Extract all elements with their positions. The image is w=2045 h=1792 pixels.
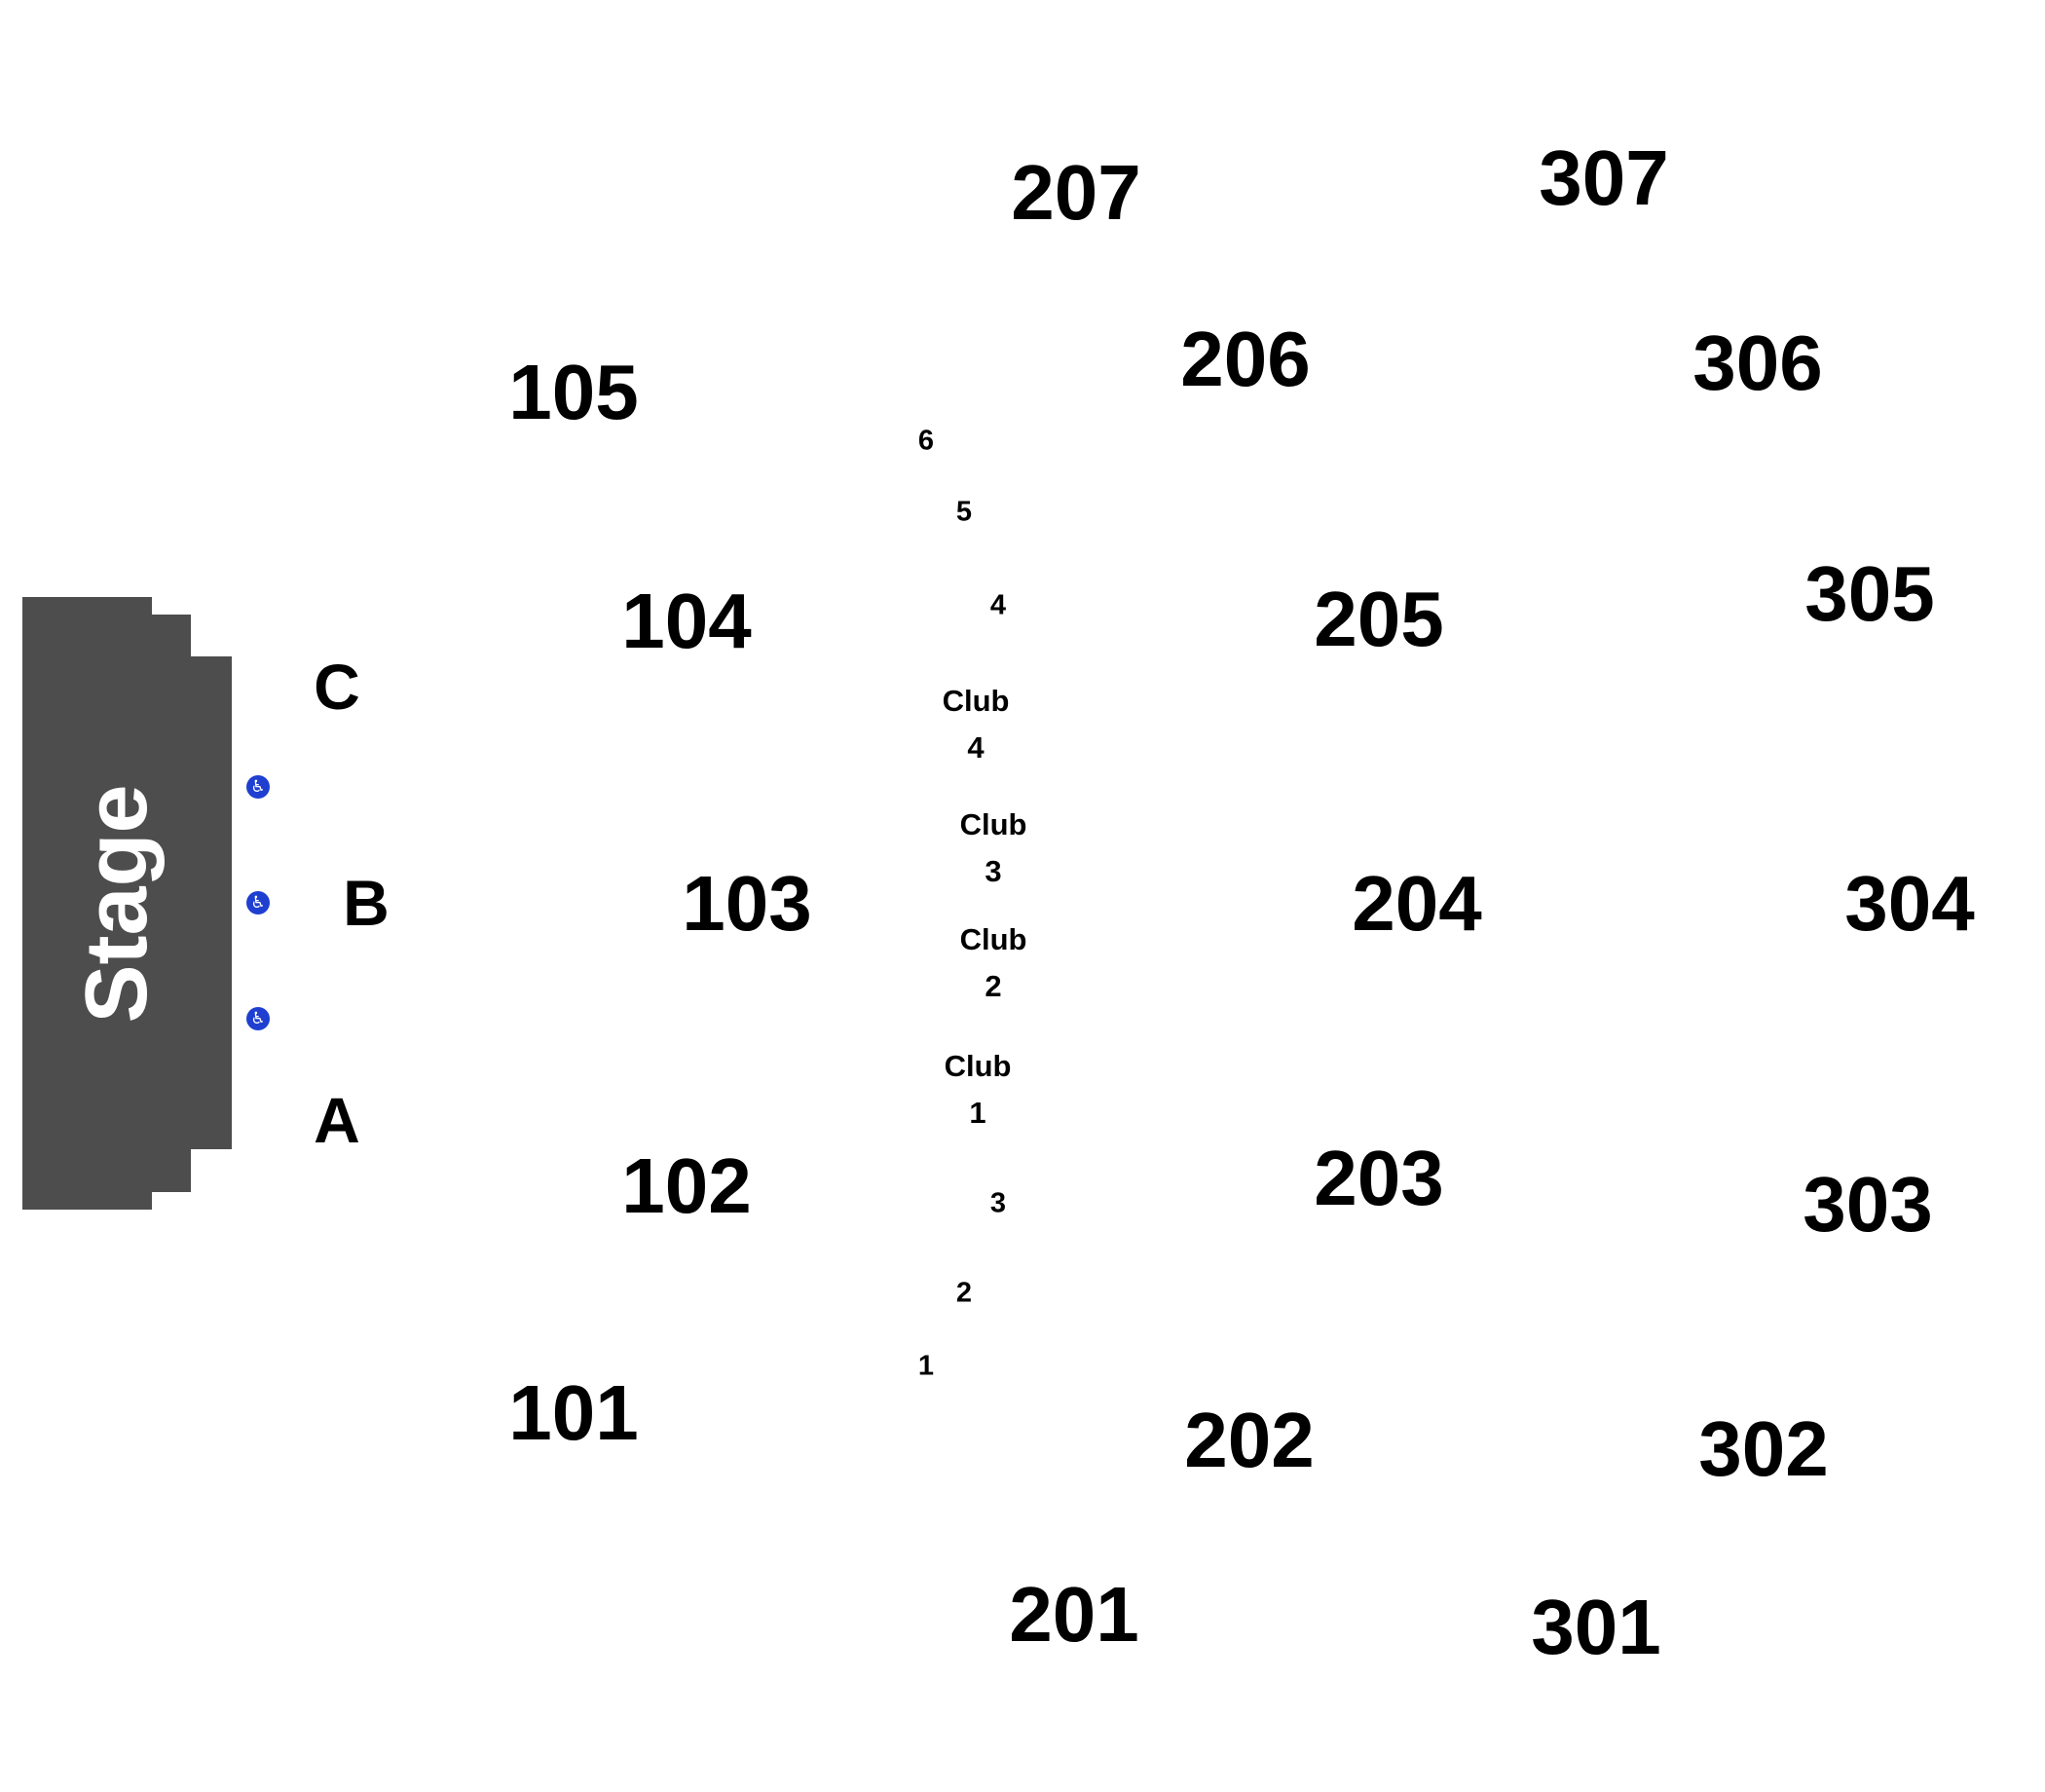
section-307[interactable]: 307 <box>1539 134 1669 221</box>
club-word: Club <box>959 807 1027 841</box>
club-box-4[interactable]: Club 4 <box>943 678 1010 771</box>
club-number: 1 <box>969 1096 986 1130</box>
club-word: Club <box>942 684 1010 718</box>
club-box-3[interactable]: Club 3 <box>960 802 1027 895</box>
section-102[interactable]: 102 <box>621 1142 752 1229</box>
section-104[interactable]: 104 <box>621 578 752 664</box>
section-302[interactable]: 302 <box>1698 1405 1829 1492</box>
section-103[interactable]: 103 <box>682 860 812 947</box>
stage-shape <box>22 597 232 1210</box>
club-number: 2 <box>985 969 1002 1003</box>
section-201[interactable]: 201 <box>1009 1571 1139 1658</box>
section-203[interactable]: 203 <box>1314 1135 1444 1221</box>
section-304[interactable]: 304 <box>1844 860 1975 947</box>
wheelchair-icon: ♿ <box>246 891 270 915</box>
section-306[interactable]: 306 <box>1692 319 1823 406</box>
section-c[interactable]: C <box>314 651 360 723</box>
section-207[interactable]: 207 <box>1011 149 1141 236</box>
section-301[interactable]: 301 <box>1531 1584 1661 1670</box>
club-word: Club <box>959 922 1027 956</box>
row-label: 1 <box>917 1350 935 1382</box>
row-label: 4 <box>989 589 1007 621</box>
section-202[interactable]: 202 <box>1184 1397 1315 1483</box>
section-a[interactable]: A <box>314 1084 360 1156</box>
section-206[interactable]: 206 <box>1180 316 1311 402</box>
row-label: 2 <box>955 1277 973 1309</box>
section-204[interactable]: 204 <box>1352 860 1482 947</box>
section-305[interactable]: 305 <box>1804 550 1935 637</box>
club-box-1[interactable]: Club 1 <box>945 1043 1012 1137</box>
wheelchair-icon: ♿ <box>246 1007 270 1030</box>
club-word: Club <box>944 1049 1012 1083</box>
section-303[interactable]: 303 <box>1803 1161 1933 1248</box>
row-label: 5 <box>955 496 973 528</box>
club-number: 3 <box>985 854 1002 888</box>
row-label: 3 <box>989 1187 1007 1219</box>
stage-label: Stage <box>68 784 166 1024</box>
club-number: 4 <box>967 730 985 765</box>
section-b[interactable]: B <box>343 867 390 939</box>
wheelchair-icon: ♿ <box>246 775 270 799</box>
section-105[interactable]: 105 <box>508 349 639 435</box>
section-101[interactable]: 101 <box>508 1369 639 1456</box>
club-box-2[interactable]: Club 2 <box>960 916 1027 1010</box>
section-205[interactable]: 205 <box>1314 576 1444 662</box>
row-label: 6 <box>917 425 935 457</box>
